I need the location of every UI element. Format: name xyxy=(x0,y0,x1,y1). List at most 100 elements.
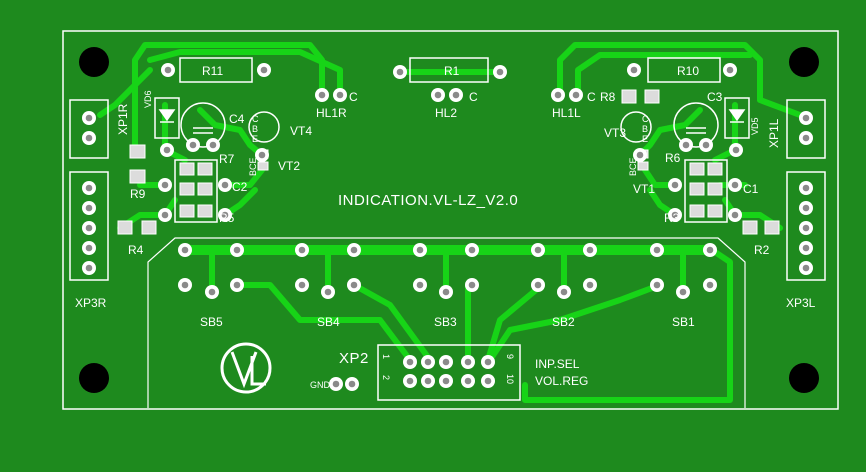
pad-hole xyxy=(452,91,460,99)
pad-hole xyxy=(350,281,358,289)
pad-hole xyxy=(298,281,306,289)
diode-icon xyxy=(158,109,746,123)
label-c3: C3 xyxy=(707,90,723,104)
label-r3: R3 xyxy=(664,211,680,225)
label-pin9: 9 xyxy=(505,354,515,359)
pad-hole xyxy=(424,377,432,385)
label-r8: R8 xyxy=(600,90,616,104)
label-pin10: 10 xyxy=(505,374,515,384)
pad-hole xyxy=(208,288,216,296)
pad-hole xyxy=(161,181,169,189)
pad-hole xyxy=(189,141,197,149)
label-r4: R4 xyxy=(128,243,144,257)
pad-hole xyxy=(258,151,266,159)
pad-hole xyxy=(163,146,171,154)
pad-hole xyxy=(671,211,679,219)
pad-hole xyxy=(434,91,442,99)
label-vt2: VT2 xyxy=(278,159,300,173)
pad-hole xyxy=(318,91,326,99)
pad-hole xyxy=(221,181,229,189)
label-vt3: VT3 xyxy=(604,126,626,140)
label-c-hl2: C xyxy=(469,90,478,104)
label-r2: R2 xyxy=(754,243,770,257)
pad-hole xyxy=(732,146,740,154)
label-vt4: VT4 xyxy=(290,124,312,138)
pad-hole xyxy=(706,281,714,289)
label-r7: R7 xyxy=(219,152,235,166)
pad-hole xyxy=(560,288,568,296)
pad-hole xyxy=(653,281,661,289)
label-r11: R11 xyxy=(202,64,223,78)
pad-hole xyxy=(416,281,424,289)
board-title: INDICATION.VL-LZ_V2.0 xyxy=(338,192,518,209)
pad-hole xyxy=(164,66,172,74)
label-r10: R10 xyxy=(677,64,699,78)
pad-hole xyxy=(802,114,810,122)
label-c-hl1l: C xyxy=(587,90,596,104)
pad-hole xyxy=(336,91,344,99)
pad-hole xyxy=(161,211,169,219)
pad-hole xyxy=(554,91,562,99)
label-c1: C1 xyxy=(743,182,759,196)
pad-hole xyxy=(630,66,638,74)
pad-hole xyxy=(534,246,542,254)
pad-hole xyxy=(442,358,450,366)
pad-hole xyxy=(464,358,472,366)
pad-hole xyxy=(332,380,340,388)
label-c2: C2 xyxy=(232,180,248,194)
label-vt2-bce: BCE xyxy=(248,157,258,176)
label-xp1l: XP1L xyxy=(767,118,781,148)
pad-hole xyxy=(233,281,241,289)
pad-hole xyxy=(802,264,810,272)
pad-hole xyxy=(85,184,93,192)
pad-hole xyxy=(586,281,594,289)
pad-hole xyxy=(572,91,580,99)
label-hl1l: HL1L xyxy=(552,106,581,120)
pad-hole xyxy=(802,184,810,192)
pad-hole xyxy=(406,377,414,385)
label-xp3r: XP3R xyxy=(75,296,107,310)
pad-hole xyxy=(350,246,358,254)
pad-hole xyxy=(233,246,241,254)
pad-hole xyxy=(682,141,690,149)
pad-hole xyxy=(484,377,492,385)
pad-hole xyxy=(85,244,93,252)
pad-hole xyxy=(181,246,189,254)
label-vt1: VT1 xyxy=(633,182,655,196)
label-hl2: HL2 xyxy=(435,106,457,120)
pad-hole xyxy=(442,377,450,385)
label-pin1: 1 xyxy=(381,354,391,359)
pad-hole xyxy=(731,211,739,219)
pad-hole xyxy=(209,141,217,149)
pad-hole xyxy=(802,204,810,212)
board-outline xyxy=(62,30,839,410)
pad-hole xyxy=(496,68,504,76)
pad-hole xyxy=(586,246,594,254)
label-r1: R1 xyxy=(444,64,460,78)
label-sb5: SB5 xyxy=(200,315,223,329)
label-xp1r: XP1R xyxy=(116,103,130,135)
label-vol-reg: VOL.REG xyxy=(535,374,588,388)
label-r6: R6 xyxy=(665,151,681,165)
label-vt4-e: E xyxy=(252,134,258,144)
label-hl1r: HL1R xyxy=(316,106,347,120)
label-sb3: SB3 xyxy=(434,315,457,329)
pad-hole xyxy=(468,281,476,289)
pad-hole xyxy=(260,66,268,74)
pad-hole xyxy=(802,134,810,142)
label-xp3l: XP3L xyxy=(786,296,816,310)
label-inp-sel: INP.SEL xyxy=(535,357,580,371)
vl-logo-icon xyxy=(220,342,272,394)
pad-hole xyxy=(85,224,93,232)
pad-hole xyxy=(706,246,714,254)
mounting-hole-icon xyxy=(79,47,819,393)
through-hole-pads xyxy=(82,63,813,391)
pad-hole xyxy=(221,211,229,219)
pad-hole xyxy=(702,141,710,149)
label-sb1: SB1 xyxy=(672,315,695,329)
label-sb2: SB2 xyxy=(552,315,575,329)
pad-hole xyxy=(653,246,661,254)
pad-hole xyxy=(424,358,432,366)
pad-hole xyxy=(484,358,492,366)
